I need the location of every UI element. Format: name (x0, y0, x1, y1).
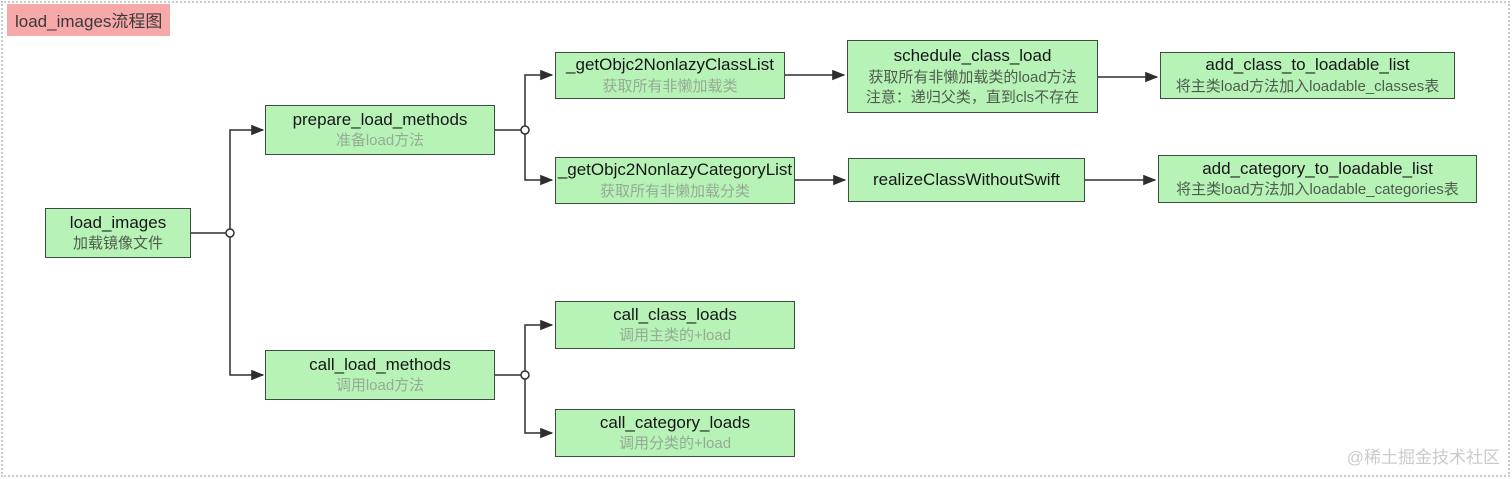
node-getobjc2nonlazycategorylist: _getObjc2NonlazyCategoryList 获取所有非懒加载分类 (555, 157, 795, 204)
node-title: load_images (69, 212, 167, 232)
connector-junction-to-prepare (229, 124, 265, 233)
node-subtitle: 将主类load方法加入loadable_classes表 (1175, 77, 1440, 95)
node-add-category-to-loadable-list: add_category_to_loadable_list 将主类load方法加… (1158, 155, 1477, 203)
node-title: prepare_load_methods (292, 109, 468, 129)
node-subtitle: 将主类load方法加入loadable_categories表 (1176, 181, 1459, 199)
node-add-class-to-loadable-list: add_class_to_loadable_list 将主类load方法加入lo… (1160, 52, 1455, 99)
node-title: call_class_loads (613, 304, 737, 324)
node-getobjc2nonlazyclasslist: _getObjc2NonlazyClassList 获取所有非懒加载类 (555, 52, 785, 99)
node-call-load-methods: call_load_methods 调用load方法 (265, 350, 495, 400)
connector-junction-to-categoryloads (524, 375, 554, 439)
node-title: call_category_loads (599, 412, 751, 432)
node-subtitle: 调用分类的+load (618, 435, 732, 453)
node-title: schedule_class_load (893, 46, 1052, 66)
branch-junction-dot (520, 370, 530, 380)
node-load-images: load_images 加载镜像文件 (45, 208, 191, 258)
node-title: call_load_methods (309, 354, 451, 374)
node-prepare-load-methods: prepare_load_methods 准备load方法 (265, 105, 495, 155)
node-schedule-class-load: schedule_class_load 获取所有非懒加载类的load方法 注意：… (847, 40, 1098, 113)
branch-junction-dot (520, 125, 530, 135)
node-subtitle: 调用主类的+load (618, 327, 732, 345)
connector-junction-to-categorylist (524, 130, 554, 186)
node-subtitle: 调用load方法 (335, 377, 425, 395)
node-subtitle: 获取所有非懒加载分类 (599, 182, 750, 200)
node-subtitle: 获取所有非懒加载类 (602, 77, 738, 95)
branch-junction-dot (225, 228, 235, 238)
diagram-title: load_images流程图 (7, 4, 171, 36)
node-call-category-loads: call_category_loads 调用分类的+load (555, 409, 795, 457)
node-note: 注意：递归父类，直到cls不存在 (865, 88, 1080, 106)
node-title: realizeClassWithoutSwift (872, 169, 1061, 189)
connector-junction-to-classlist (524, 69, 554, 130)
node-title: _getObjc2NonlazyClassList (566, 55, 774, 75)
node-subtitle: 加载镜像文件 (72, 235, 163, 253)
node-title: add_category_to_loadable_list (1202, 158, 1433, 178)
watermark: @稀土掘金技术社区 (1346, 448, 1500, 467)
node-title: _getObjc2NonlazyCategoryList (557, 160, 793, 180)
node-call-class-loads: call_class_loads 调用主类的+load (555, 301, 795, 349)
node-subtitle: 获取所有非懒加载类的load方法 (868, 68, 1077, 86)
node-realizeclasswithoutswift: realizeClassWithoutSwift (848, 158, 1085, 202)
node-subtitle: 准备load方法 (335, 132, 425, 150)
node-title: add_class_to_loadable_list (1205, 55, 1410, 75)
connector-junction-to-callload (229, 233, 265, 381)
connector-junction-to-classloads (524, 319, 554, 375)
